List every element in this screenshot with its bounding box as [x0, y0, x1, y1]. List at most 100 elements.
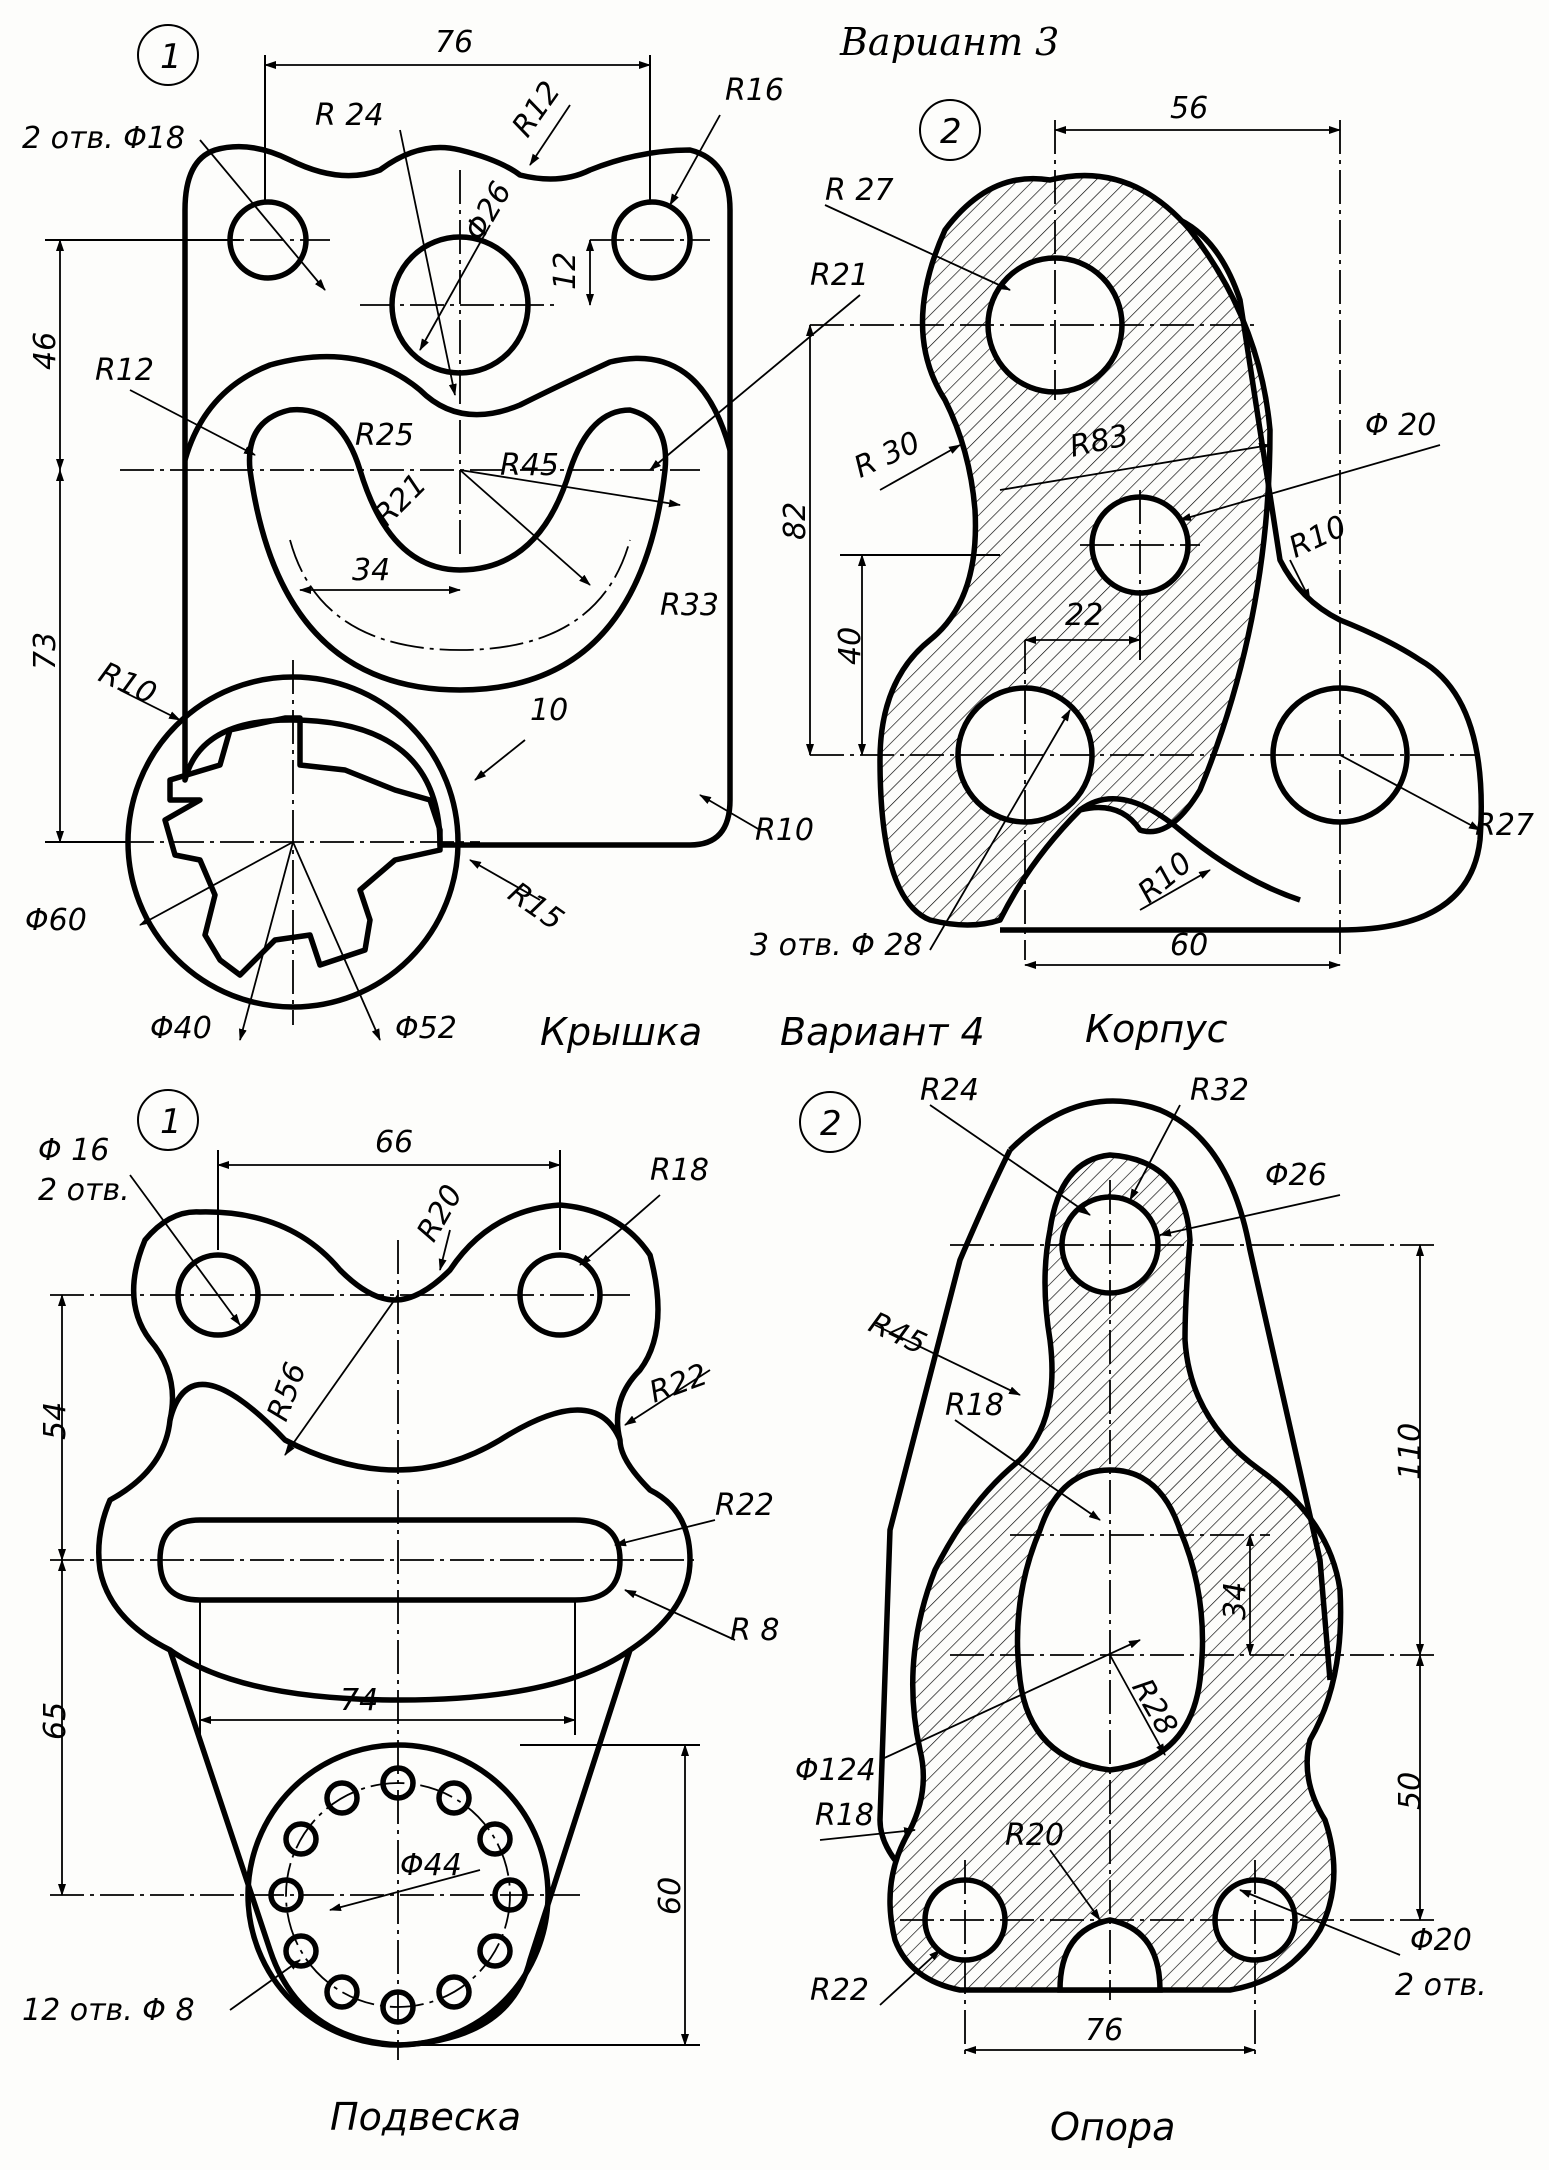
dim-82: 82 — [778, 502, 813, 540]
dim-2-holes: 2 отв. — [1395, 1968, 1487, 2003]
leader — [399, 129, 457, 396]
bolt-hole — [283, 1933, 319, 1969]
caption-korpus: Корпус — [1085, 1007, 1228, 1051]
dim-110: 110 — [1393, 1423, 1428, 1480]
drawing-number-circle — [137, 24, 199, 86]
dim-r10-a: R10 — [93, 655, 161, 712]
leader — [469, 859, 541, 901]
dim-r45: R45 — [863, 1305, 931, 1362]
dim-34: 34 — [1218, 1582, 1253, 1620]
leader — [614, 1519, 716, 1547]
podveska-arc — [167, 1381, 623, 1473]
dim-r20: R20 — [1005, 1818, 1064, 1853]
dim-r18: R18 — [815, 1798, 874, 1833]
leader — [929, 1104, 1091, 1216]
caption-kryshka: Крышка — [540, 1010, 702, 1054]
dim-50: 50 — [1393, 1772, 1428, 1810]
leader — [669, 114, 721, 206]
dim-34: 34 — [352, 553, 390, 588]
bolt-hole — [436, 1974, 472, 2010]
dim-d16: Φ 16 — [38, 1133, 109, 1168]
leader — [1049, 1849, 1101, 1921]
leader — [119, 689, 181, 721]
dim-r33: R33 — [660, 588, 719, 623]
bolt-hole — [324, 1780, 360, 1816]
dim-73: 73 — [28, 632, 63, 670]
dim-65: 65 — [38, 1702, 73, 1740]
dim-66: 66 — [375, 1125, 413, 1160]
dim-r10-b: R10 — [755, 813, 814, 848]
dim-56: 56 — [1170, 91, 1208, 126]
caption-opora: Опора — [1050, 2105, 1175, 2149]
leader — [1129, 1104, 1181, 1201]
leader — [624, 1369, 711, 1426]
dim-r16: R16 — [725, 73, 784, 108]
leader — [819, 1827, 916, 1841]
drawing-number-circle — [799, 1091, 861, 1153]
dim-r10-a: R10 — [1284, 509, 1352, 566]
leader — [579, 1194, 661, 1266]
dim-d124: Φ124 — [795, 1753, 876, 1788]
dim-2-holes-18: 2 отв. Φ18 — [22, 121, 185, 156]
dim-r30: R 30 — [849, 425, 926, 486]
bolt-hole — [477, 1821, 513, 1857]
leader — [229, 1959, 301, 2011]
kryshka-spline — [162, 715, 443, 978]
korpus-lug — [1000, 217, 1484, 933]
dim-r12-top: R12 — [505, 75, 568, 143]
dim-d26: Φ26 — [1265, 1158, 1327, 1193]
leader — [292, 841, 381, 1041]
leader — [438, 1229, 451, 1271]
leader — [329, 1869, 481, 1912]
dim-r25: R25 — [355, 418, 414, 453]
leader — [699, 794, 761, 831]
bolt-hole — [283, 1821, 319, 1857]
dim-r10-b: R10 — [1131, 845, 1199, 910]
dim-r21-a: R21 — [367, 467, 433, 533]
dim-r24: R24 — [920, 1073, 979, 1108]
opora-outline — [877, 1098, 1333, 1862]
dim-12-holes-8: 12 отв. Φ 8 — [22, 1993, 195, 2028]
korpus-lower-arc — [1078, 796, 1301, 903]
leader — [879, 1949, 941, 2006]
dim-d60: Φ60 — [25, 903, 87, 938]
bolt-hole — [436, 1780, 472, 1816]
dim-60: 60 — [653, 1877, 688, 1915]
dim-r8: R 8 — [730, 1613, 779, 1648]
drawing-number: 1 — [160, 37, 182, 77]
leader — [129, 1174, 241, 1326]
leader — [1159, 1194, 1341, 1237]
caption-podveska: Подвеска — [330, 2095, 521, 2139]
dim-3-holes-28: 3 отв. Φ 28 — [750, 928, 923, 963]
drawing-number-circle — [137, 1089, 199, 1151]
leader — [284, 1294, 399, 1456]
dim-60: 60 — [1170, 928, 1208, 963]
dim-r21-b: R21 — [810, 258, 869, 293]
leader — [1109, 1654, 1166, 1756]
leader — [474, 739, 526, 781]
dim-r18-top: R18 — [945, 1388, 1004, 1423]
dim-10: 10 — [530, 693, 568, 728]
dim-d20: Φ 20 — [1365, 408, 1436, 443]
leader — [129, 389, 256, 456]
leader — [649, 294, 861, 471]
leader — [929, 709, 1071, 951]
variant-4-label: Вариант 4 — [780, 1010, 985, 1054]
leader — [879, 1639, 1141, 1761]
podveska-bottom-arc — [168, 1647, 632, 1703]
opora-drawing: R24 R32 Φ26 R45 R18 110 34 R28 Φ124 R18 … — [795, 1073, 1487, 2060]
dim-12: 12 — [548, 252, 583, 290]
dim-r22: R22 — [810, 1973, 869, 2008]
leader — [624, 1589, 736, 1641]
dim-r24: R 24 — [315, 98, 384, 133]
dim-r20: R20 — [410, 1179, 470, 1248]
centerline-arc — [289, 539, 631, 651]
dim-d44: Φ44 — [400, 1848, 462, 1883]
leader — [1239, 1889, 1401, 1956]
drawing-number: 1 — [160, 1102, 182, 1142]
leader — [419, 224, 491, 351]
dim-r12: R12 — [95, 353, 154, 388]
dim-r56: R56 — [261, 1358, 314, 1425]
podveska-drawing: Φ 16 2 отв. 66 R20 R18 54 R56 R22 R22 R … — [22, 1125, 779, 2060]
